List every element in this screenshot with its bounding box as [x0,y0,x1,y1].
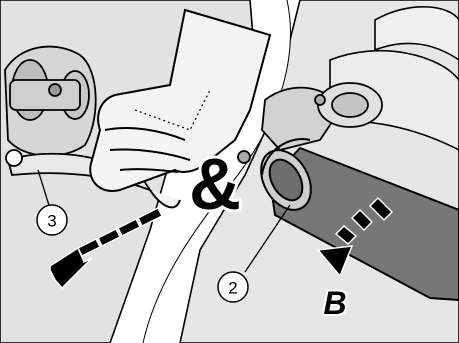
callout-label-lever: 3 [47,212,56,231]
callout-label-grip: 2 [228,279,237,298]
combined-action-symbol: & [189,145,241,225]
switch-housing [5,47,96,156]
rotation-direction-label: B [323,285,346,321]
